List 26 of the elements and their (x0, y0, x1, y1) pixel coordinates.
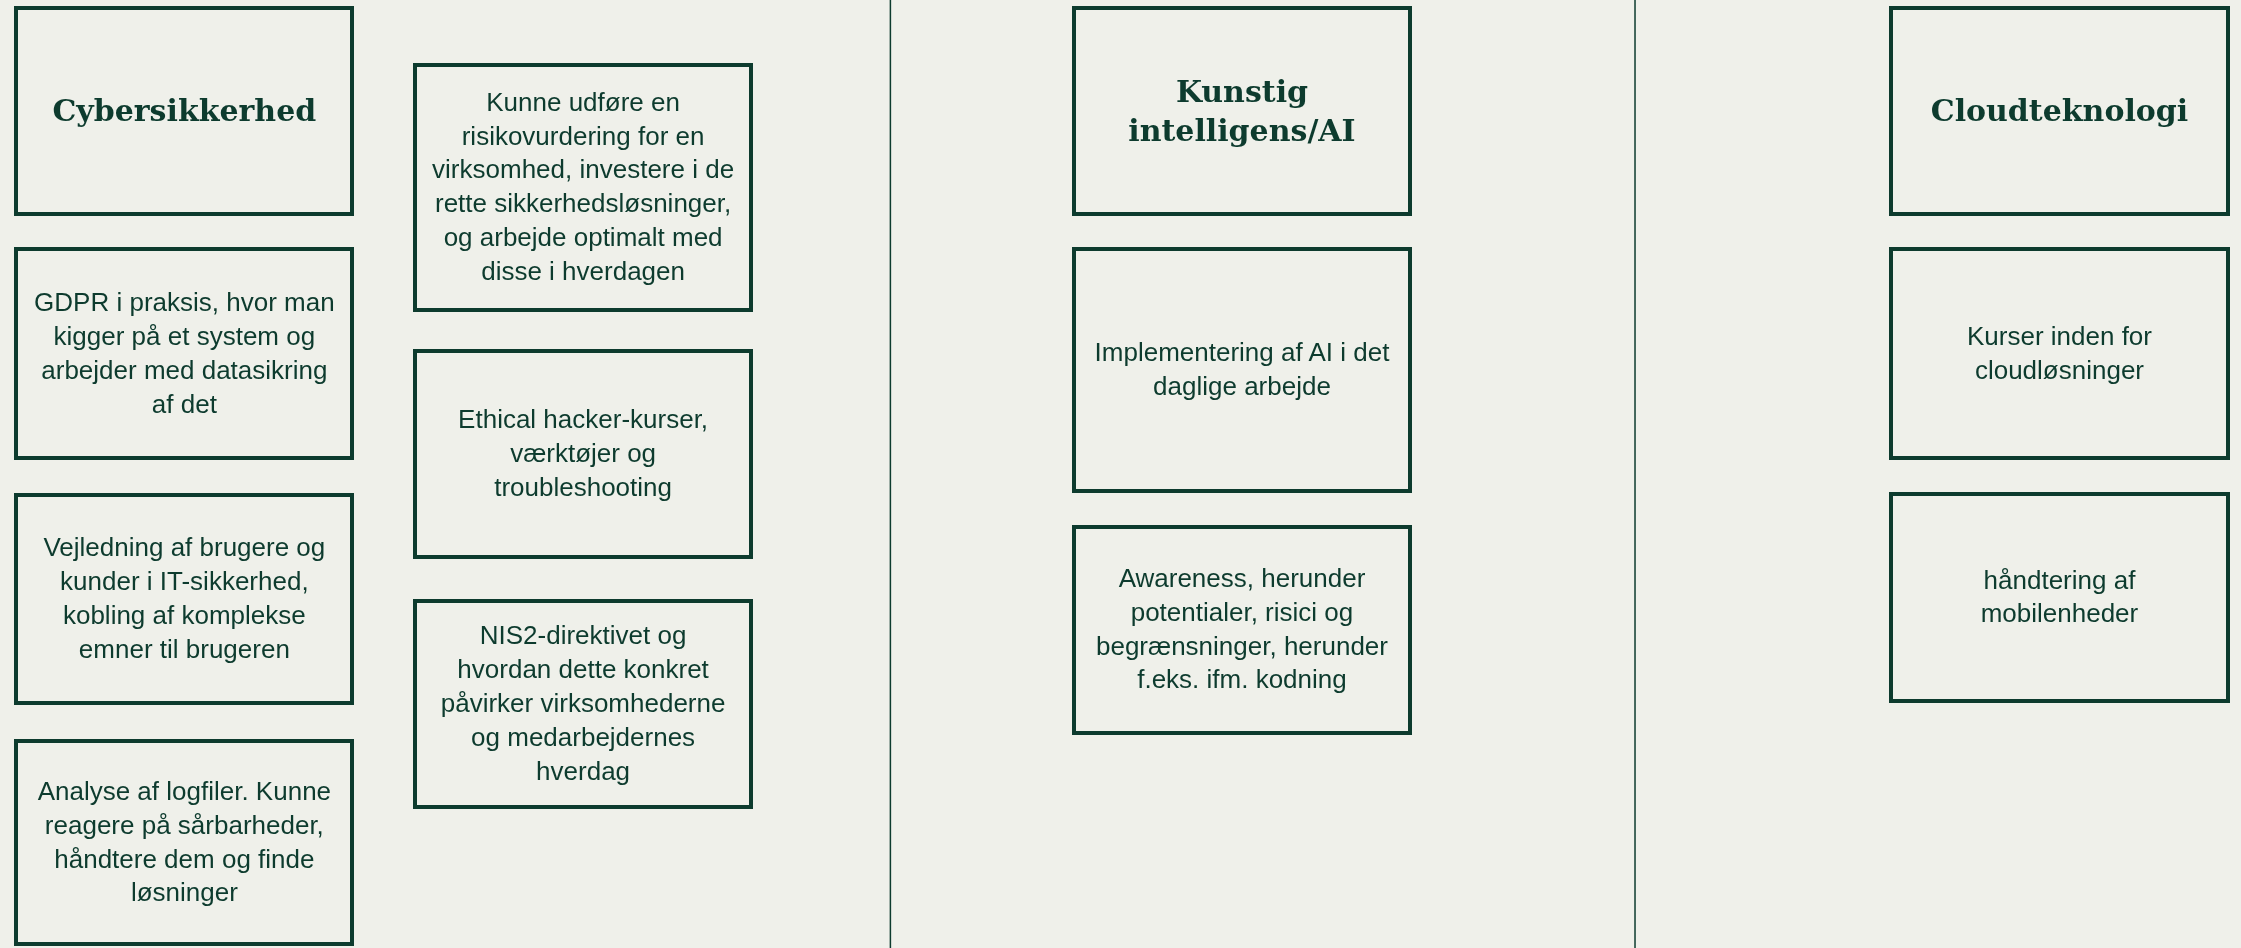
text-box (413, 348, 754, 559)
text-box (413, 62, 754, 312)
topic-text: Implementering af AI i det daglige arbejde (1093, 336, 1391, 404)
text-box (1071, 247, 1413, 494)
topic-text: håndtering af mobilenheder (1979, 563, 2140, 631)
heading-box (1889, 5, 2230, 216)
heading-box (1071, 5, 1413, 216)
topic-text: Ethical hacker-kurser, værktøjer og troubleshooting (457, 403, 710, 504)
heading-box (14, 5, 355, 216)
column-heading: Cloudteknologi (1930, 92, 2189, 131)
topic-text: Vejledning af brugere og kunder i IT-sikkerhed, kobling af komplekse emner til brugeren (42, 531, 327, 666)
text-box (1071, 524, 1413, 735)
topic-text: Kurser inden for cloudløsninger (1966, 319, 2153, 387)
column-heading: Cybersikkerhed (52, 92, 317, 131)
text-box (1889, 491, 2230, 704)
topic-text: Kunne udføre en risikovurdering for en virksomhed, investere i de rette sikkerhedsløsninger, og arbejde optimalt med disse i hverdagen (431, 85, 736, 288)
topic-text: NIS2-direktivet og hvordan dette konkret påvirker virksomhederne og medarbejdernes hverdag (439, 619, 727, 788)
text-box (14, 247, 355, 461)
column-heading: Kunstig intelligens/AI (1127, 72, 1357, 150)
text-box (14, 493, 355, 705)
text-box (1889, 247, 2230, 461)
text-box (413, 598, 754, 809)
topic-text: Analyse af logfiler. Kunne reagere på sårbarheder, håndtere dem og finde løsninger (36, 774, 333, 910)
topic-text: GDPR i praksis, hvor man kigger på et system og arbejder med datasikring af det (33, 286, 336, 421)
topic-text: Awareness, herunder potentialer, risici og begrænsninger, herunder f.eks. ifm. kodning (1095, 561, 1389, 697)
text-box (14, 738, 355, 947)
